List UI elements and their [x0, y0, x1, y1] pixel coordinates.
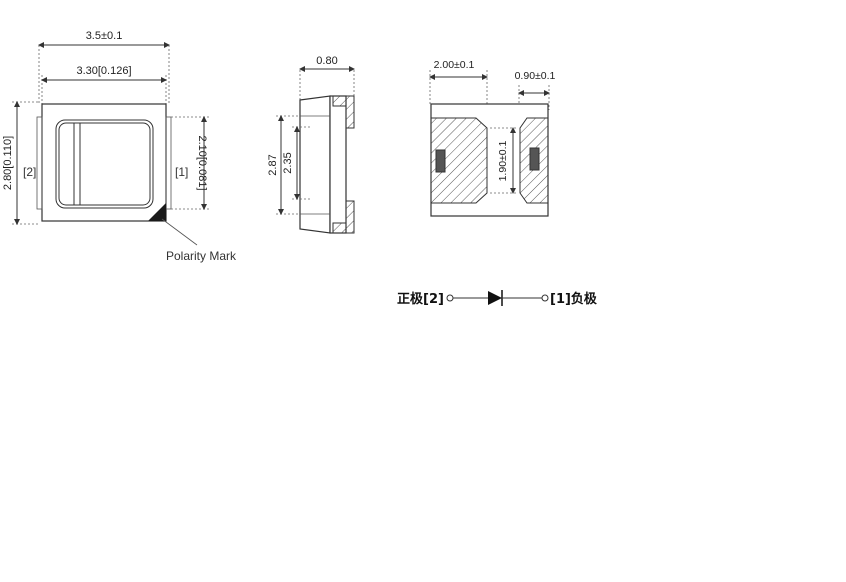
height-outer-label: 2.80[0.110] — [2, 136, 14, 190]
pad-height-label: 2.10[0.081] — [196, 135, 208, 190]
side-height-outer-label: 2.87 — [267, 154, 279, 175]
pad-width-label: 2.00±0.1 — [434, 59, 475, 71]
width-inner-label: 3.30[0.126] — [76, 65, 131, 77]
side-height-inner-label: 2.35 — [282, 152, 294, 173]
polarity-label: Polarity Mark — [166, 249, 237, 263]
lens-inner — [58, 122, 151, 206]
diode-triangle-icon — [488, 291, 502, 305]
width-outer-label: 3.5±0.1 — [86, 30, 123, 42]
side-lead-top — [345, 95, 355, 129]
pad-left — [36, 116, 43, 210]
die-pad-left — [435, 149, 446, 173]
cathode-terminal — [541, 294, 549, 302]
diode-schematic: 正极[2] [1]负极 — [397, 290, 598, 307]
polarity-leader — [161, 218, 198, 246]
top-view: 3.5±0.1 3.30[0.126] 2.80[0.110] Polarity… — [2, 30, 237, 263]
thickness-label: 0.80 — [316, 55, 337, 67]
bottom-view: 2.00±0.1 0.90±0.1 1.90±0.1 — [429, 59, 556, 217]
anode-label: 正极[2] — [397, 291, 444, 307]
pad-right — [165, 116, 172, 210]
side-body — [329, 95, 347, 234]
lens-outer — [55, 119, 154, 209]
side-lead-bottom — [345, 200, 355, 234]
die-pad-right — [529, 147, 540, 171]
side-view: 0.80 2.87 2.35 — [267, 55, 355, 234]
cathode-label: [1]负极 — [550, 291, 598, 307]
polarity-mark-icon — [148, 203, 166, 221]
bottom-pad-height-label: 1.90±0.1 — [497, 140, 509, 181]
pin-right-label: [1] — [175, 165, 188, 179]
bottom-pad-left — [430, 117, 488, 204]
pad-gap-label: 0.90±0.1 — [515, 70, 556, 82]
anode-terminal — [446, 294, 454, 302]
pin-left-label: [2] — [23, 165, 36, 179]
side-lens — [299, 95, 331, 234]
